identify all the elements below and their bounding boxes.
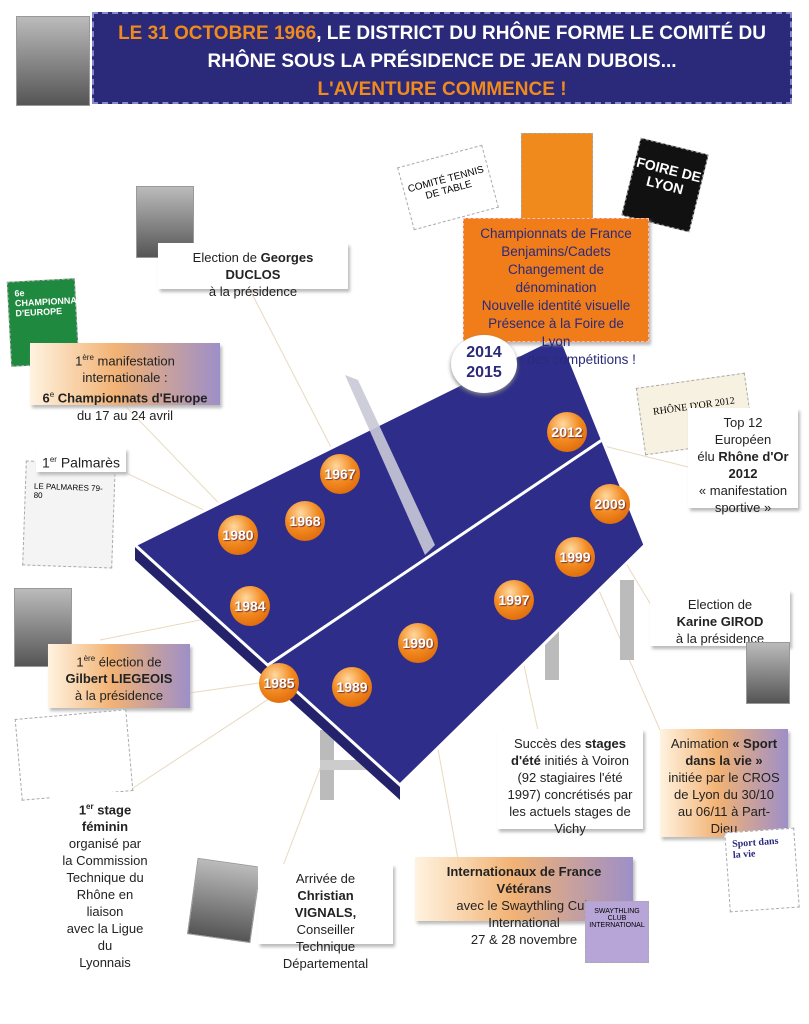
text: du 17 au 24 avril: [76, 407, 174, 423]
text: er: [86, 802, 94, 811]
europe-box: 1ère manifestation internationale : 6e C…: [30, 343, 220, 423]
feminin-drawing: [14, 709, 134, 801]
text: élection de: [95, 654, 162, 670]
text: à la présidence: [208, 284, 298, 299]
text: Christian VIGNALS,: [294, 888, 357, 920]
text: Election de: [687, 597, 753, 612]
text: 6: [42, 390, 50, 406]
year-ball-1999: 1999: [555, 537, 595, 577]
header-line1: , LE DISTRICT DU RHÔNE FORME LE COMITÉ D…: [316, 23, 766, 44]
text: la Commission: [62, 853, 148, 869]
text: « Sport dans la vie »: [685, 736, 778, 768]
text: à la présidence: [74, 688, 164, 704]
text: Championnats d'Europe: [54, 390, 208, 406]
event-line: Présence à la Foire de Lyon: [488, 316, 624, 349]
text: d'été: [511, 753, 541, 768]
text: stages: [584, 736, 627, 751]
text: organisé par: [68, 836, 142, 852]
event-line: Championnats de France: [480, 226, 632, 241]
text: e: [49, 390, 55, 400]
text: initiés à Voiron (92 stagiaires l'été 19…: [507, 753, 633, 836]
text: Palmarès: [56, 454, 120, 471]
text: « manifestation sportive »: [698, 483, 788, 515]
event-line: Benjamins/Cadets: [501, 244, 611, 259]
text: stage féminin: [81, 802, 132, 835]
text: Top 12 Européen: [714, 415, 772, 447]
text: 1: [75, 353, 83, 369]
swaythling-club-logo: SWAYTHLING CLUB INTERNATIONAL: [585, 901, 649, 963]
text: Gilbert LIEGEOIS: [65, 671, 173, 687]
text: ère: [83, 654, 96, 663]
duclos-box: Election de Georges DUCLOS à la présiden…: [158, 243, 348, 299]
text: Arrivée de: [295, 871, 356, 886]
header-date: LE 31 OCTOBRE 1966: [118, 23, 317, 44]
text: Succès des: [513, 736, 585, 751]
year-ball-1990: 1990: [398, 623, 438, 663]
text: à la présidence: [675, 631, 765, 646]
text: manifestation internationale :: [82, 353, 175, 386]
text: 1: [42, 454, 50, 471]
girod-box: Election de Karine GIROD à la présidence: [650, 590, 790, 646]
text: Animation: [670, 736, 733, 751]
text: er: [49, 455, 57, 464]
text: initiée par le CROS de Lyon du 30/10 au …: [668, 770, 780, 836]
text: Election de: [192, 250, 261, 265]
year-2015: 2015: [466, 364, 502, 381]
text: Lyonnais: [79, 955, 131, 971]
year-ball-1997: 1997: [494, 580, 534, 620]
text: Technique du: [66, 870, 144, 886]
year-2014-2015-badge: 2014 2015: [451, 335, 517, 393]
jean-dubois-photo: [16, 16, 90, 106]
header-banner: LE 31 OCTOBRE 1966, LE DISTRICT DU RHÔNE…: [92, 12, 792, 104]
header-line2: RHÔNE SOUS LA PRÉSIDENCE DE JEAN DUBOIS.…: [207, 51, 677, 72]
year-ball-1985: 1985: [259, 663, 299, 703]
stages-box: Succès des stages d'été initiés à Voiron…: [497, 729, 643, 836]
text: 1: [76, 654, 84, 670]
liegeois-box: 1ère élection de Gilbert LIEGEOIS à la p…: [48, 644, 190, 708]
vignals-box: Arrivée de Christian VIGNALS,Conseiller T…: [258, 864, 393, 971]
sport-dans-la-vie-box: Animation « Sport dans la vie » initiée …: [660, 729, 788, 837]
text: ère: [82, 353, 94, 362]
christian-vignals-photo: [186, 857, 262, 944]
sport-dans-la-vie-poster: Sport dans la vie: [724, 827, 800, 913]
year-ball-2009: 2009: [590, 484, 630, 524]
palmares-label: 1er Palmarès: [36, 448, 126, 472]
text: Georges DUCLOS: [225, 250, 314, 282]
championnats-poster: [521, 133, 593, 230]
text: avec le Swaythling Cub International: [456, 898, 592, 930]
text: Départemental: [282, 956, 369, 971]
year-ball-1980: 1980: [218, 515, 258, 555]
text: Karine GIROD: [676, 614, 764, 629]
year-ball-2012: 2012: [547, 412, 587, 452]
event-line: Changement de dénomination: [507, 262, 605, 295]
text: Rhône d'Or: [718, 449, 789, 464]
text: Rhône en liaison: [76, 887, 134, 920]
text: avec la Ligue du: [66, 921, 144, 954]
year-ball-1968: 1968: [285, 501, 325, 541]
year-ball-1967: 1967: [320, 454, 360, 494]
header-line3: L'AVENTURE COMMENCE !: [317, 79, 567, 100]
rhone-dor-box: Top 12 Européen élu Rhône d'Or 2012 « ma…: [688, 408, 798, 515]
text: élu: [697, 449, 719, 464]
text: Internationaux de France Vétérans: [446, 864, 602, 896]
text: 1: [78, 802, 87, 818]
text: Conseiller Technique: [295, 922, 356, 954]
text: 27 & 28 novembre: [470, 932, 578, 947]
text: 2012: [728, 466, 758, 481]
karine-girod-photo: [746, 642, 790, 704]
year-2014: 2014: [466, 344, 502, 361]
event-line: Nouvelle identité visuelle: [481, 298, 631, 313]
year-ball-1984: 1984: [230, 586, 270, 626]
palmares-document: LE PALMARES 79-80: [22, 460, 116, 569]
year-ball-1989: 1989: [332, 667, 372, 707]
